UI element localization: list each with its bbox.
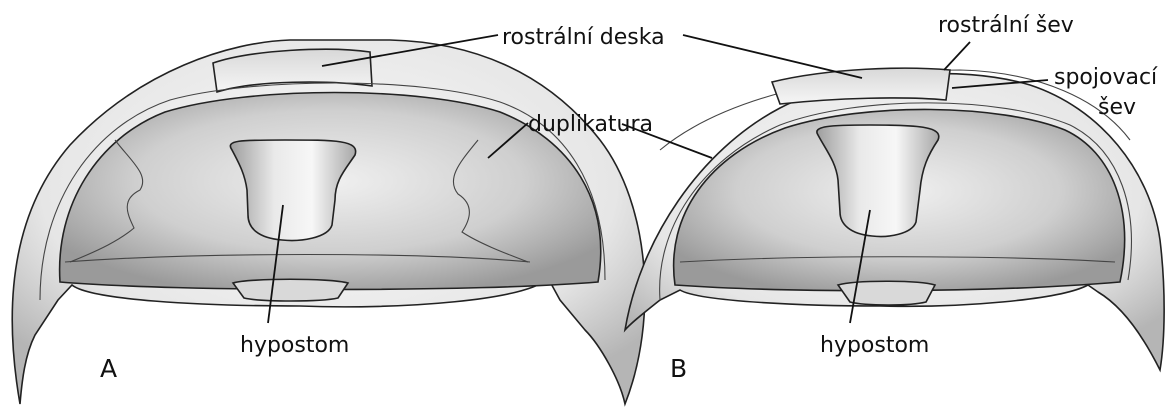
label-hypostome-a: hypostom bbox=[240, 333, 349, 358]
label-connective-suture-line1-b: spojovací bbox=[1054, 65, 1158, 90]
label-hypostome-b: hypostom bbox=[820, 333, 929, 358]
label-rostral-suture-b: rostrální šev bbox=[938, 13, 1074, 38]
panel-letter-a: A bbox=[100, 354, 117, 383]
panel-a: rostrální deska duplikatura hypostom A bbox=[12, 25, 664, 404]
label-connective-suture-line2-b: šev bbox=[1098, 95, 1136, 120]
leader-rostral-plate-b bbox=[683, 35, 862, 78]
leader-rostral-suture-b bbox=[944, 42, 970, 70]
leader-doublure-b bbox=[622, 124, 712, 158]
panel-letter-b: B bbox=[670, 354, 687, 383]
label-rostral-plate-a: rostrální deska bbox=[502, 25, 665, 50]
panel-b: rostrální šev spojovací šev hypostom B bbox=[622, 13, 1164, 383]
posterior-lobe-b bbox=[838, 281, 935, 305]
posterior-lobe-a bbox=[233, 279, 348, 301]
rostral-plate-b bbox=[772, 68, 950, 104]
label-doublure-a: duplikatura bbox=[528, 112, 653, 137]
